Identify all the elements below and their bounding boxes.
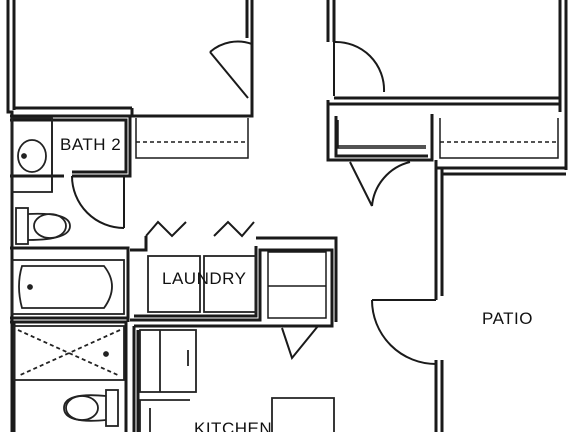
shower-icon xyxy=(13,325,125,381)
room-label-laundry: LAUNDRY xyxy=(162,269,246,288)
toilet-icon xyxy=(15,207,71,245)
walls xyxy=(6,0,568,432)
toilet-icon xyxy=(63,389,119,427)
sink-icon xyxy=(11,117,53,193)
bathtub-icon xyxy=(11,259,125,315)
door-swings xyxy=(71,40,437,365)
room-label-kitchen: KITCHEN xyxy=(194,419,272,432)
closet-shelves xyxy=(135,118,559,319)
room-label-bath2: BATH 2 xyxy=(60,135,121,154)
fixtures xyxy=(11,117,335,432)
room-label-patio: PATIO xyxy=(482,309,533,328)
kitchen-island-icon xyxy=(271,397,335,432)
refrigerator-icon xyxy=(139,329,197,393)
room-labels: BATH 2 LAUNDRY PATIO KITCHEN xyxy=(60,135,533,432)
washer-dryer-icon xyxy=(147,255,257,313)
